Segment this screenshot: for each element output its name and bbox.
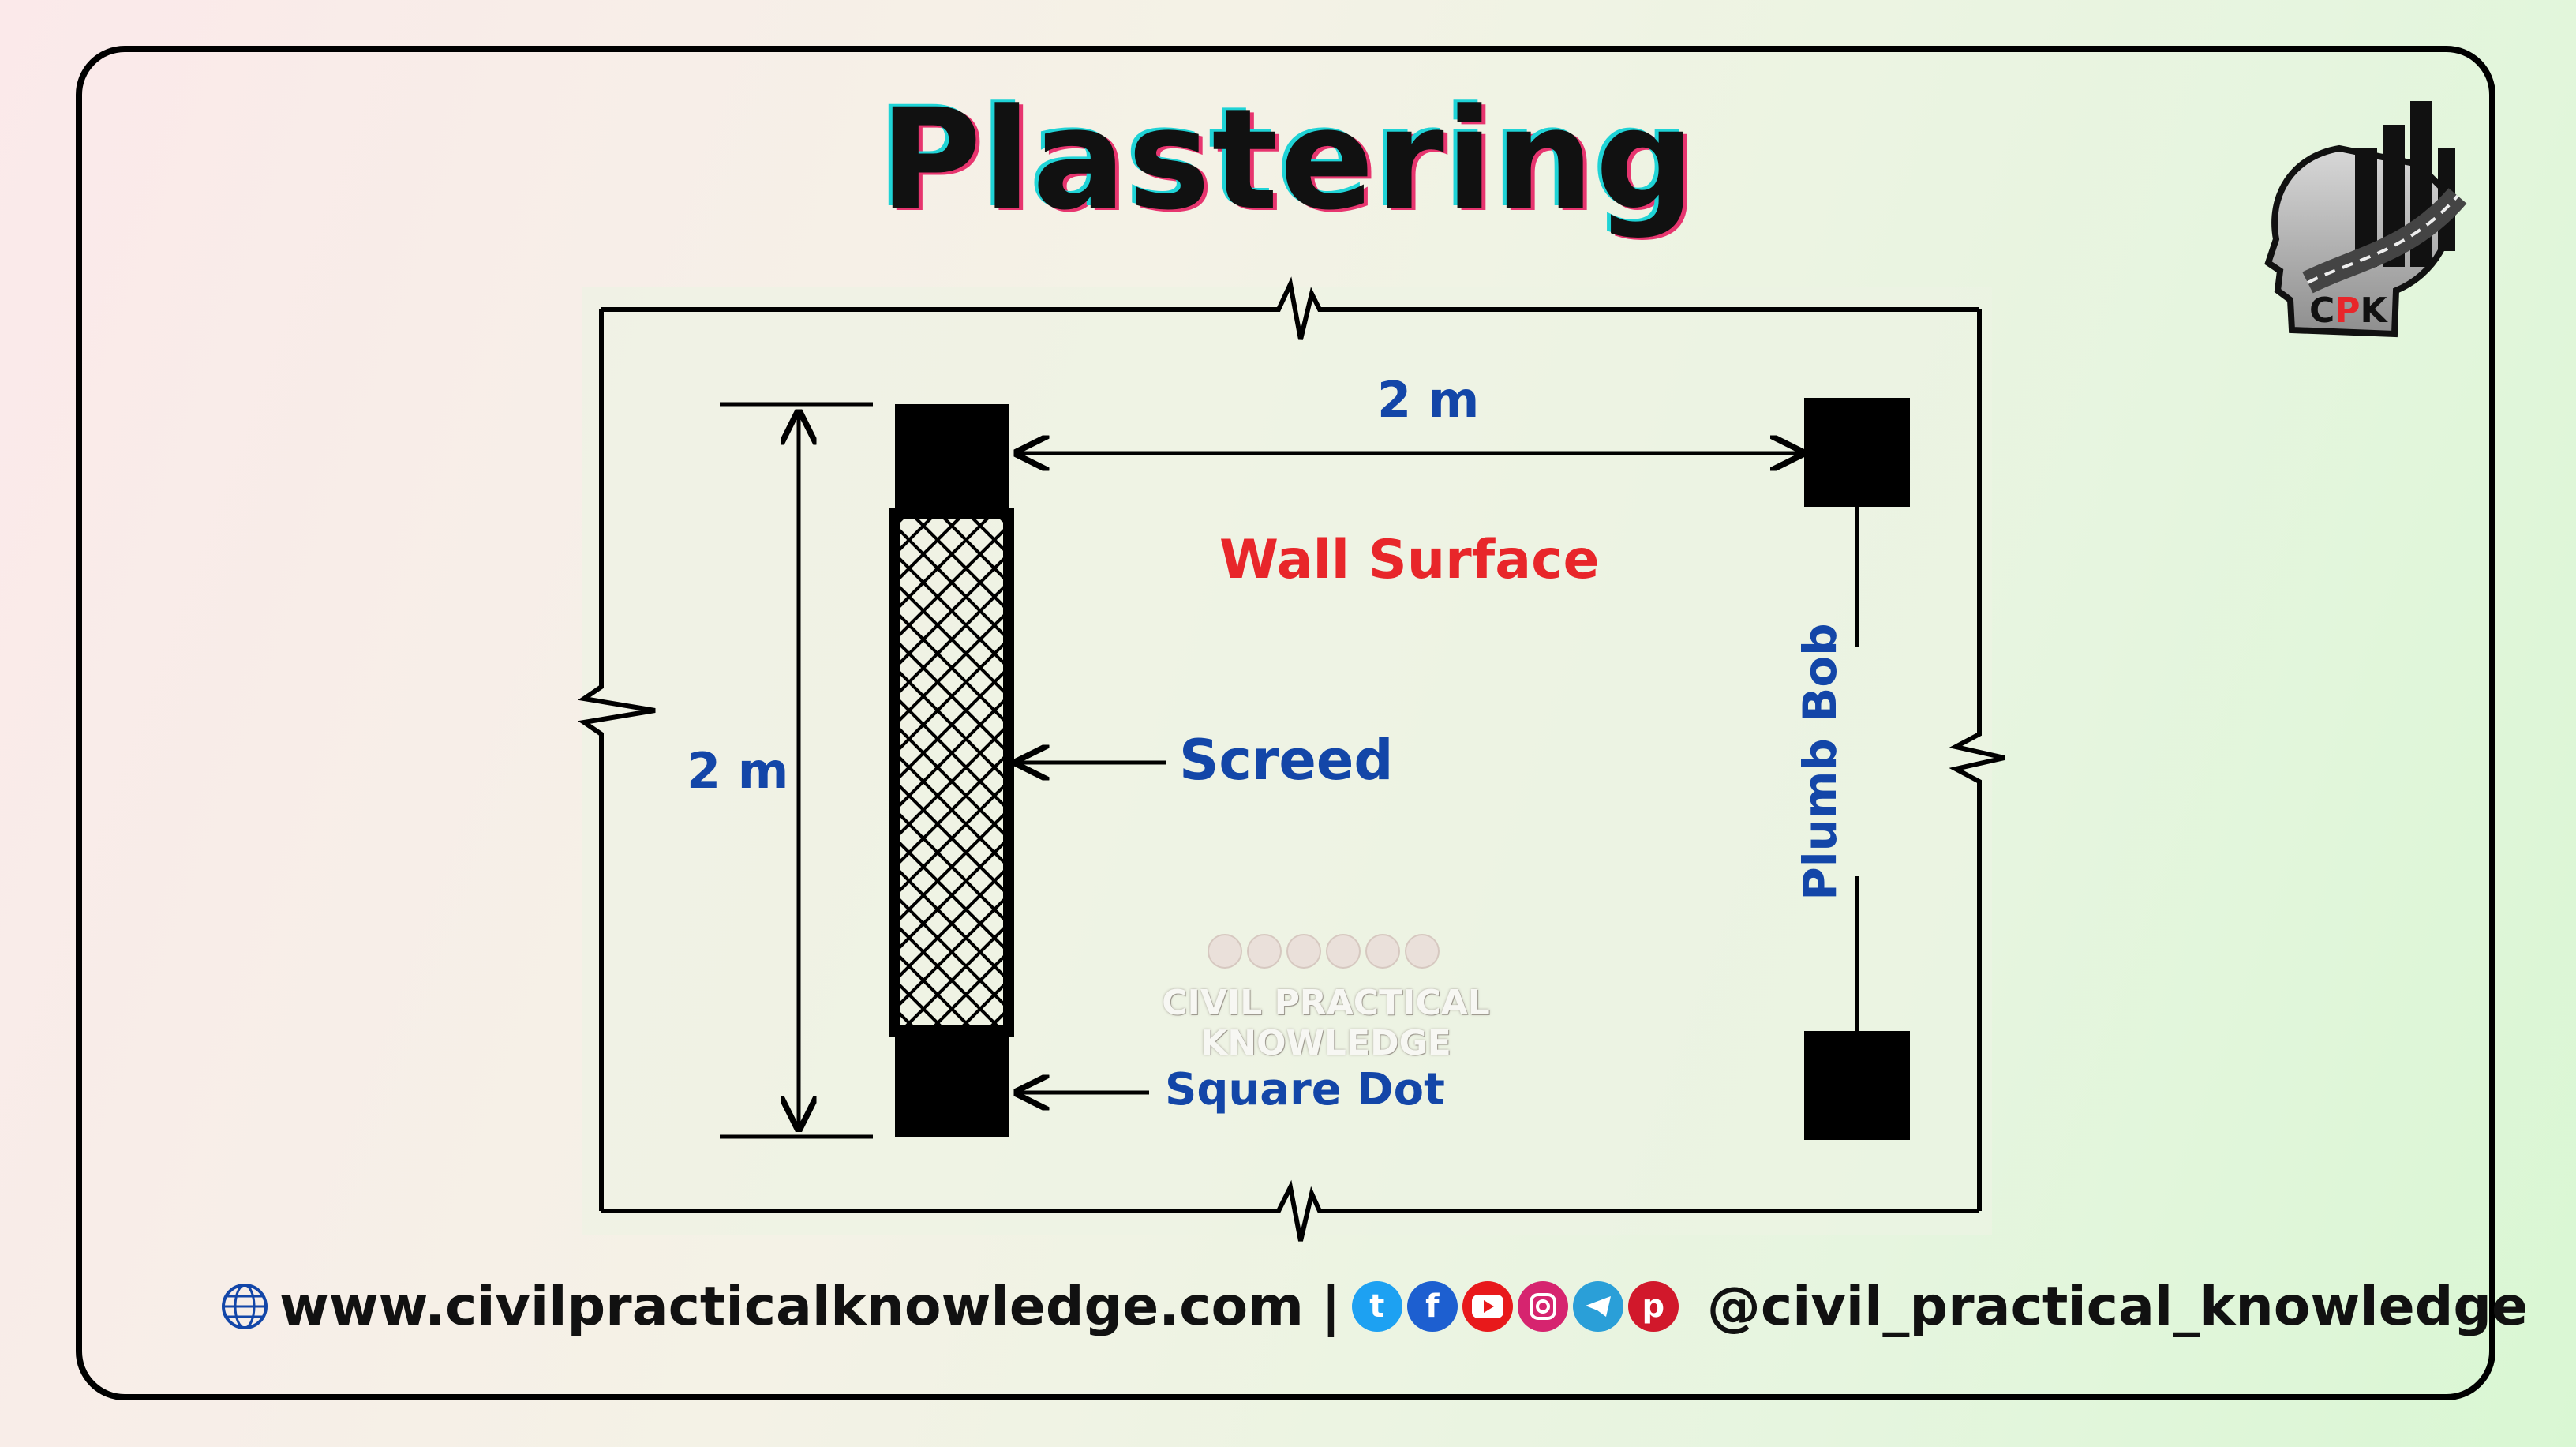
youtube-icon[interactable] (1462, 1281, 1513, 1332)
telegram-icon (1365, 934, 1400, 969)
logo-text: CPK (2309, 291, 2389, 331)
website-link[interactable]: www.civilpracticalknowledge.com (279, 1275, 1305, 1338)
footer: www.civilpracticalknowledge.com | t f p … (219, 1267, 2528, 1346)
screed-label: Screed (1179, 728, 1394, 793)
facebook-icon[interactable]: f (1406, 1281, 1458, 1332)
cpk-logo: CPK (2264, 101, 2467, 338)
watermark-text: CIVIL PRACTICAL KNOWLEDGE (1162, 983, 1490, 1063)
plumb-bob-label: Plumb Bob (1793, 623, 1847, 901)
wall-surface-label: Wall Surface (1219, 529, 1600, 591)
youtube-icon (1286, 934, 1321, 969)
outer-frame (76, 46, 2496, 1400)
facebook-icon (1247, 934, 1282, 969)
square-dot-label: Square Dot (1165, 1064, 1445, 1115)
instagram-icon (1326, 934, 1361, 969)
globe-icon (222, 1284, 268, 1329)
pinterest-icon[interactable]: p (1627, 1281, 1679, 1332)
screed-mesh (889, 508, 1014, 1037)
wall-outline (578, 276, 2005, 1242)
social-handle[interactable]: @civil_practical_knowledge (1706, 1275, 2529, 1338)
watermark-icons (1208, 934, 1440, 969)
pinterest-icon (1405, 934, 1440, 969)
square-dot-top-left (895, 404, 1009, 513)
left-dimension-line (720, 402, 873, 1139)
page-title: Plastering (879, 79, 1697, 241)
footer-separator: | (1321, 1275, 1341, 1338)
twitter-icon[interactable]: t (1351, 1281, 1402, 1332)
telegram-icon[interactable] (1572, 1281, 1623, 1332)
square-dot-bottom-left (895, 1031, 1009, 1137)
square-dot-bottom-right (1804, 1031, 1910, 1140)
instagram-icon[interactable] (1517, 1281, 1568, 1332)
top-dimension-label: 2 m (1377, 371, 1480, 429)
twitter-icon (1208, 934, 1242, 969)
left-dimension-label: 2 m (687, 742, 789, 800)
square-dot-top-right (1804, 398, 1910, 507)
